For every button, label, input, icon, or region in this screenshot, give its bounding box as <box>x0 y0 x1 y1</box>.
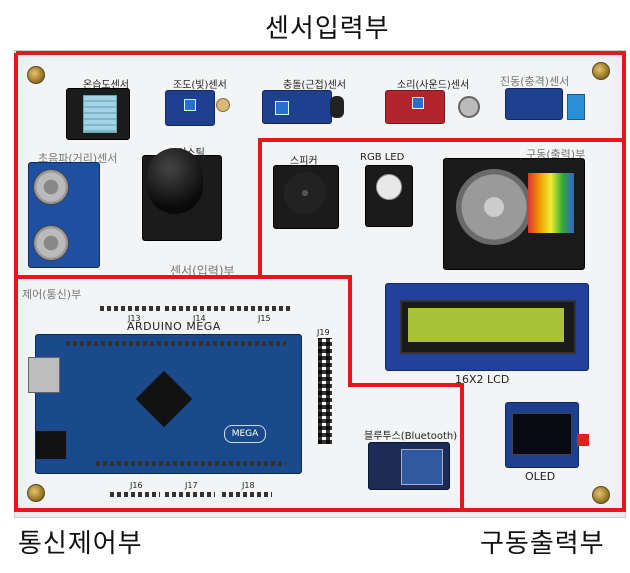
drive-output-outline <box>260 138 626 512</box>
ultrasonic-sensor-label: 초음파(거리)센서 <box>38 152 118 165</box>
sound-sensor-label: 소리(사운드)센서 <box>397 80 470 91</box>
header-label-j18: J18 <box>242 481 255 490</box>
bluetooth-chip-icon <box>401 449 443 485</box>
bluetooth-module <box>368 442 450 490</box>
bluetooth-label: 블루투스(Bluetooth) <box>364 431 458 442</box>
header-label-j14: J14 <box>193 314 206 323</box>
arduino-mega-board: MEGA <box>28 334 302 474</box>
oled-screen <box>512 413 572 455</box>
potentiometer-icon <box>412 97 424 109</box>
header-label-j15: J15 <box>258 314 271 323</box>
pin-header <box>165 306 225 311</box>
power-jack-icon <box>36 431 66 459</box>
collision-sensor-label: 충돌(근접)센서 <box>283 80 347 91</box>
screw-icon <box>27 484 45 502</box>
sensor-input-title: 센서입력부 <box>265 14 390 44</box>
sensor-input-silkscreen: 센서(입력)부 <box>170 264 235 278</box>
ir-sensor-icon <box>330 96 344 118</box>
header-label-j17: J17 <box>185 481 198 490</box>
screw-icon <box>592 62 610 80</box>
vibration-sensor <box>505 88 563 120</box>
joystick-module <box>142 148 222 241</box>
rgb-led-label: RGB LED <box>360 152 405 163</box>
stepper-motor-module <box>443 158 585 270</box>
pin-header <box>222 492 272 497</box>
ultrasonic-sensor <box>28 162 100 268</box>
ultrasonic-transducer-icon <box>33 225 69 261</box>
pin-header <box>66 341 286 346</box>
drive-output-title: 구동출력부 <box>480 529 605 559</box>
potentiometer-icon <box>275 101 289 115</box>
dht-sensor-grille <box>83 95 117 133</box>
oled-ribbon-icon <box>577 434 589 446</box>
led-icon <box>376 174 402 200</box>
microphone-icon <box>458 96 480 118</box>
stepper-motor-icon <box>456 169 532 245</box>
ultrasonic-transducer-icon <box>33 169 69 205</box>
pin-header <box>165 492 215 497</box>
lcd-module <box>385 283 589 371</box>
temp-humidity-sensor <box>66 88 130 140</box>
comm-control-title: 통신제어부 <box>18 529 143 559</box>
vibration-element-icon <box>567 94 585 120</box>
pin-header <box>110 492 160 497</box>
usb-port-icon <box>28 357 60 393</box>
motor-wires-icon <box>528 173 574 233</box>
speaker-icon <box>284 172 326 214</box>
vibration-sensor-label: 진동(충격)센서 <box>500 75 570 88</box>
speaker-module <box>273 165 339 229</box>
sound-sensor <box>385 90 445 124</box>
temp-humidity-label: 온습도센서 <box>83 80 129 91</box>
drive-output-silkscreen: 구동(출력)부 <box>526 148 586 161</box>
oled-module <box>505 402 579 468</box>
pin-header <box>100 306 160 311</box>
light-sensor <box>165 90 215 126</box>
rgb-led-module <box>365 165 413 227</box>
photoresistor-icon <box>216 98 230 112</box>
header-label-j13: J13 <box>128 314 141 323</box>
lcd-screen <box>408 308 564 342</box>
sensor-input-outline <box>14 51 626 279</box>
oled-label: OLED <box>525 470 556 483</box>
lcd-label: 16X2 LCD <box>455 373 510 386</box>
header-label-j19: J19 <box>317 328 330 337</box>
control-comm-silkscreen: 제어(통신)부 <box>22 288 82 301</box>
light-sensor-label: 조도(빛)센서 <box>173 80 227 91</box>
mega-logo: MEGA <box>224 425 266 443</box>
speaker-label: 스피커 <box>290 156 318 167</box>
joystick-knob-icon <box>147 148 203 214</box>
pin-header <box>230 306 290 311</box>
pin-header <box>318 338 332 444</box>
potentiometer-icon <box>184 99 196 111</box>
screw-icon <box>592 486 610 504</box>
header-label-j16: J16 <box>130 481 143 490</box>
comm-control-outline <box>14 275 464 512</box>
arduino-label: ARDUINO MEGA <box>127 320 221 333</box>
pin-header <box>96 461 286 466</box>
screw-icon <box>27 66 45 84</box>
